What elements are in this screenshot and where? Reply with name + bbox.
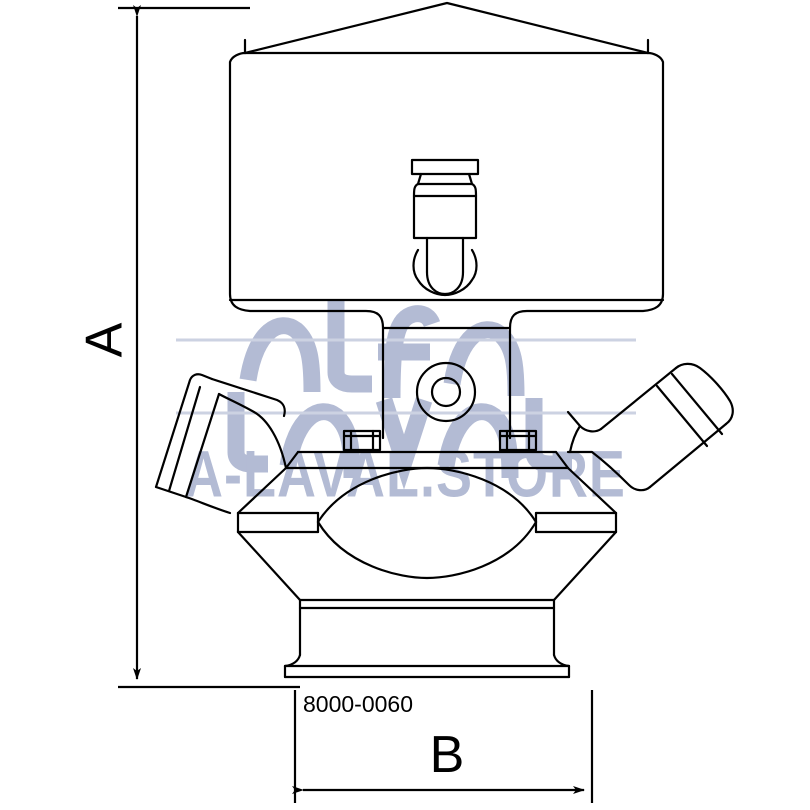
alfa-laval-logo-mark: [227, 300, 572, 490]
position-indicator-ring: [415, 361, 477, 423]
part-number-label: 8000-0060: [303, 691, 413, 717]
valve-body: [236, 450, 618, 602]
bottom-outlet-clamp-ferrule: [283, 598, 571, 679]
dimension-b-label: B: [430, 726, 465, 784]
dimension-annotations: [118, 5, 594, 803]
dimension-a: [118, 5, 300, 689]
dimension-b: [292, 690, 594, 803]
left-angled-clamp-ferrule-port: [154, 373, 288, 515]
actuator-top-cap: [243, 1, 650, 55]
watermark-group: A-LAVAL.STORE: [176, 300, 636, 511]
clamp-hex-nut-left: [342, 429, 382, 452]
dimension-a-label: A: [76, 322, 134, 357]
actuator-body: [228, 51, 665, 440]
watermark-site-text: A-LAVAL.STORE: [184, 436, 626, 510]
actuator-air-port-fitting: [410, 158, 480, 297]
valve-assembly: [154, 1, 734, 679]
logo-rule-lines: [176, 338, 636, 415]
right-angled-weld-ferrule-port: [566, 362, 734, 492]
clamp-hex-nut-right: [498, 429, 538, 452]
